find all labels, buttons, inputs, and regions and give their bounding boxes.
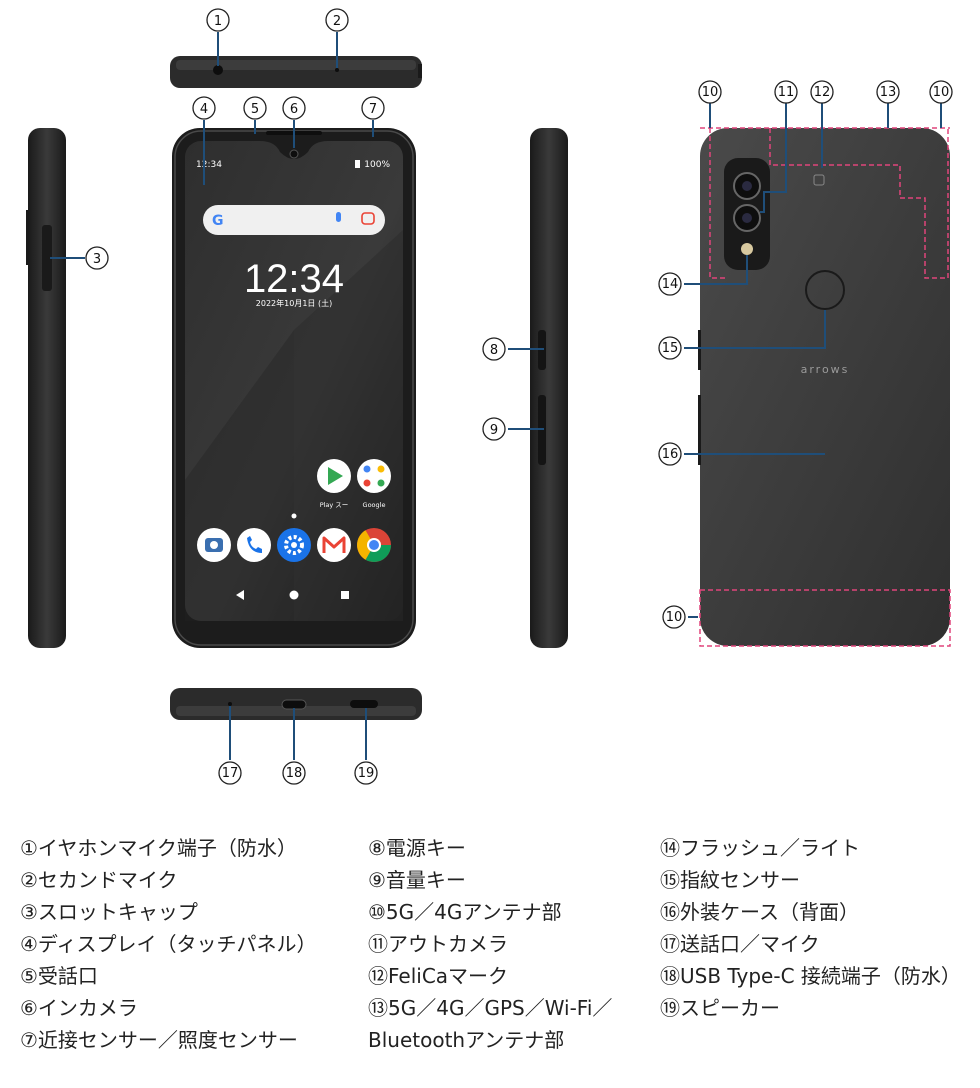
svg-text:15: 15 (662, 341, 679, 356)
fingerprint-sensor-icon (805, 270, 845, 310)
legend-item-2: ②セカンドマイク (20, 868, 178, 892)
callout-18: 18 (282, 761, 306, 785)
battery-level: 100% (364, 160, 390, 170)
legend-item-16: ⑯外装ケース（背面） (660, 900, 859, 924)
legend-item-13: ⑬5G／4G／GPS／Wi-Fi／Bluetoothアンテナ部 (368, 996, 613, 1052)
callout-1: 1 (206, 8, 230, 32)
callout-11: 11 (774, 80, 798, 104)
lens-icon (361, 212, 375, 225)
front-view: 12:34 100% G 12:34 2022年10月1日 (土) Play ス… (172, 128, 416, 648)
callout-5: 5 (243, 96, 267, 120)
legend-item-8: ⑧電源キー (368, 836, 466, 860)
svg-text:16: 16 (662, 447, 679, 462)
callout-19: 19 (354, 761, 378, 785)
legend-item-1: ①イヤホンマイク端子（防水） (20, 836, 297, 860)
svg-text:5: 5 (251, 102, 259, 117)
nav-back-icon (236, 590, 244, 600)
felica-mark-icon (813, 174, 825, 186)
legend-item-10: ⑩5G／4Gアンテナ部 (368, 900, 562, 924)
phone-diagram: 12:34 100% G 12:34 2022年10月1日 (土) Play ス… (26, 8, 953, 785)
google-folder-icon (357, 459, 391, 493)
callout-10a: 10 (698, 80, 722, 104)
callout-16: 16 (658, 442, 682, 466)
legend-column-3: ⑭フラッシュ／ライト ⑮指紋センサー ⑯外装ケース（背面） ⑰送話口／マイク ⑱… (660, 832, 961, 1024)
legend-item-17: ⑰送話口／マイク (660, 932, 820, 956)
google-folder-label: Google (363, 501, 386, 509)
callout-9: 9 (482, 417, 506, 441)
callout-8: 8 (482, 337, 506, 361)
callout-10c: 10 (662, 605, 686, 629)
svg-text:3: 3 (93, 252, 101, 267)
clock-date: 2022年10月1日 (土) (256, 298, 332, 308)
legend-item-12: ⑫FeliCaマーク (368, 964, 509, 988)
callout-3: 3 (85, 246, 109, 270)
legend-item-19: ⑲スピーカー (660, 996, 780, 1020)
svg-text:6: 6 (290, 102, 298, 117)
callout-7: 7 (361, 96, 385, 120)
legend-item-6: ⑥インカメラ (20, 996, 138, 1020)
search-bar (203, 205, 385, 235)
left-side-view (26, 128, 66, 648)
legend-item-3: ③スロットキャップ (20, 900, 198, 924)
svg-text:11: 11 (778, 85, 795, 100)
flash-icon (741, 243, 753, 255)
svg-text:10: 10 (933, 85, 950, 100)
callout-4: 4 (192, 96, 216, 120)
google-g-icon: G (212, 213, 224, 229)
legend-item-11: ⑪アウトカメラ (368, 932, 508, 956)
svg-text:19: 19 (358, 766, 375, 781)
legend-item-18: ⑱USB Type-C 接続端子（防水） (660, 964, 961, 988)
svg-text:13: 13 (880, 85, 897, 100)
svg-text:8: 8 (490, 343, 498, 358)
play-store-label: Play スー (320, 501, 349, 509)
brand-logo: arrows (801, 363, 850, 376)
clock-time: 12:34 (244, 257, 344, 301)
callout-2: 2 (325, 8, 349, 32)
svg-text:17: 17 (222, 766, 239, 781)
nav-recents-icon (341, 591, 349, 599)
svg-text:12: 12 (814, 85, 831, 100)
bottom-edge-view (170, 688, 422, 720)
top-edge-view (170, 56, 422, 88)
right-side-view (530, 128, 568, 648)
legend-item-7: ⑦近接センサー／照度センサー (20, 1028, 298, 1052)
callout-15: 15 (658, 336, 682, 360)
legend-item-15: ⑮指紋センサー (660, 868, 800, 892)
svg-text:10: 10 (666, 610, 683, 625)
leader-lines (50, 32, 942, 760)
svg-text:14: 14 (662, 277, 679, 292)
legend-item-4: ④ディスプレイ（タッチパネル） (20, 932, 317, 956)
svg-text:7: 7 (369, 102, 377, 117)
mic-icon (336, 212, 341, 222)
callout-13: 13 (876, 80, 900, 104)
svg-text:10: 10 (702, 85, 719, 100)
callout-14: 14 (658, 272, 682, 296)
legend-column-1: ①イヤホンマイク端子（防水） ②セカンドマイク ③スロットキャップ ④ディスプレ… (20, 832, 317, 1056)
legend-item-5: ⑤受話口 (20, 964, 98, 988)
callout-6: 6 (282, 96, 306, 120)
legend-item-14: ⑭フラッシュ／ライト (660, 836, 860, 860)
back-view: arrows (698, 127, 951, 647)
legend-column-2: ⑧電源キー ⑨音量キー ⑩5G／4Gアンテナ部 ⑪アウトカメラ ⑫FeliCaマ… (368, 832, 638, 1056)
phone-app-icon (237, 528, 271, 562)
legend-item-9: ⑨音量キー (368, 868, 466, 892)
callout-12: 12 (810, 80, 834, 104)
status-time: 12:34 (196, 160, 222, 170)
svg-text:4: 4 (200, 102, 208, 117)
callout-markers: 1 2 3 4 5 6 7 8 9 10 11 12 13 10 14 15 1… (85, 8, 953, 785)
svg-text:1: 1 (214, 14, 222, 29)
svg-text:9: 9 (490, 423, 498, 438)
nav-home-icon (289, 590, 299, 600)
callout-17: 17 (218, 761, 242, 785)
svg-text:18: 18 (286, 766, 303, 781)
front-camera-icon (289, 149, 299, 159)
svg-text:2: 2 (333, 14, 341, 29)
battery-icon (355, 160, 360, 168)
callout-10b: 10 (929, 80, 953, 104)
